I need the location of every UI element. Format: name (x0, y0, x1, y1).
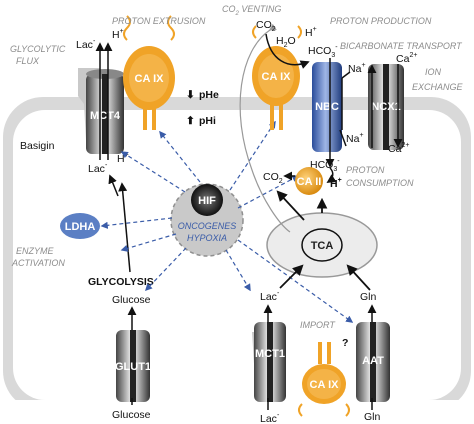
ca-ix-top-label: CA IX (135, 73, 165, 85)
tca-cycle-ring (301, 228, 343, 262)
phi-label: pHi (199, 115, 216, 127)
lac-in-top: Lac- (88, 162, 108, 175)
ca-out: Ca2+ (396, 52, 417, 65)
hif-regulation-arrows (100, 120, 354, 323)
hco3-to-ca2-arrow (326, 167, 337, 183)
hif-core (191, 184, 223, 216)
gln-in-label: Gln (360, 291, 377, 303)
flux-label: FLUX (16, 56, 40, 66)
nbc-na-inner-line (339, 129, 347, 147)
unknown-mark: ? (342, 337, 348, 349)
glut1-label: GLUT1 (115, 361, 151, 373)
glycolytic-label: GLYCOLYTIC (10, 44, 66, 54)
ca-in: Ca2+ (388, 142, 409, 155)
ncx1-transporter (368, 64, 404, 150)
ca-ix-mid-enzyme (252, 25, 302, 130)
aat-label: AAT (362, 355, 384, 367)
phe-label: pHe (199, 89, 219, 101)
glucose-in-label: Glucose (112, 294, 151, 306)
proton-production-label: PROTON PRODUCTION (330, 16, 432, 26)
mct1-label: MCT1 (255, 348, 285, 360)
activation-label: ACTIVATION (11, 258, 65, 268)
hypoxia-label: HYPOXIA (187, 233, 227, 243)
ca-ii-enzyme (295, 167, 323, 195)
gln-out-label: Gln (364, 411, 381, 423)
tca-to-co2-arrow (276, 190, 305, 221)
co2-venting-curve (239, 23, 291, 233)
nbc-na-line-end (341, 71, 351, 79)
ca-ix-bottom-label: CA IX (310, 379, 340, 391)
lactate-to-export-arrow (108, 174, 119, 197)
h2o-out: H2O (276, 35, 296, 49)
ca-ii-label: CA II (297, 176, 322, 188)
lac-in-bottom: Lac- (260, 290, 280, 303)
hplus-out-top: H+ (112, 28, 124, 41)
hco3-in: HCO3- (310, 158, 340, 173)
phi-up-arrow-icon: ⬆ (186, 115, 195, 127)
ncx1-label: NCX1 (371, 101, 400, 113)
basigin-label: Basigin (20, 140, 55, 152)
ca-ix-mid-label: CA IX (262, 71, 292, 83)
hydration-arrow (265, 33, 310, 69)
phe-down-arrow-icon: ⬇ (186, 89, 195, 101)
lactate-to-tca-arrow (279, 264, 304, 289)
ca-ix-bottom-enzyme (298, 342, 350, 417)
proton-label: PROTON (346, 165, 385, 175)
mct4-transporter (86, 69, 124, 154)
exchange-label: EXCHANGE (412, 82, 464, 92)
hplus-consumed: H+ (330, 177, 342, 190)
ca-ix-top-enzyme (123, 15, 175, 130)
ion-label: ION (425, 67, 442, 77)
hco3-out: HCO3- (308, 44, 338, 59)
tca-label: TCA (311, 240, 334, 252)
glycolysis-label: GLYCOLYSIS (88, 276, 154, 288)
nbc-label: NBC (315, 101, 339, 113)
na-out-nbc: Na+ (348, 62, 366, 75)
oncogenes-label: ONCOGENES (178, 221, 237, 231)
hif-label: HIF (198, 195, 216, 207)
ldha-enzyme (60, 213, 100, 239)
proton-extrusion-label: PROTON EXTRUSION (112, 16, 206, 26)
co2-out: CO2 (256, 19, 276, 33)
hplus-production: H+ (305, 26, 317, 39)
ldha-label: LDHA (65, 221, 96, 233)
glucose-out-label: Glucose (112, 409, 151, 421)
gln-to-tca-arrow (346, 264, 371, 291)
import-label: IMPORT (300, 320, 336, 330)
glut1-transporter (116, 330, 150, 402)
cell-bottom-gap (0, 400, 474, 424)
mct4-label: MCT4 (90, 110, 121, 122)
bicarbonate-transport-label: BICARBONATE TRANSPORT (340, 41, 463, 51)
consumption-label: CONSUMPTION (346, 178, 414, 188)
mct1-transporter (254, 322, 286, 402)
nbc-transporter (312, 62, 342, 152)
lac-out-top: Lac- (76, 38, 96, 51)
co2-in: CO2 (263, 171, 283, 185)
lac-out-bottom: Lac- (260, 412, 280, 424)
co2-venting-label: CO2 VENTING (222, 4, 281, 17)
enzyme-label: ENZYME (16, 246, 55, 256)
na-in-nbc: Na+ (346, 132, 364, 145)
aat-transporter (356, 322, 390, 402)
glycolysis-to-lactate-arrow (118, 182, 131, 273)
